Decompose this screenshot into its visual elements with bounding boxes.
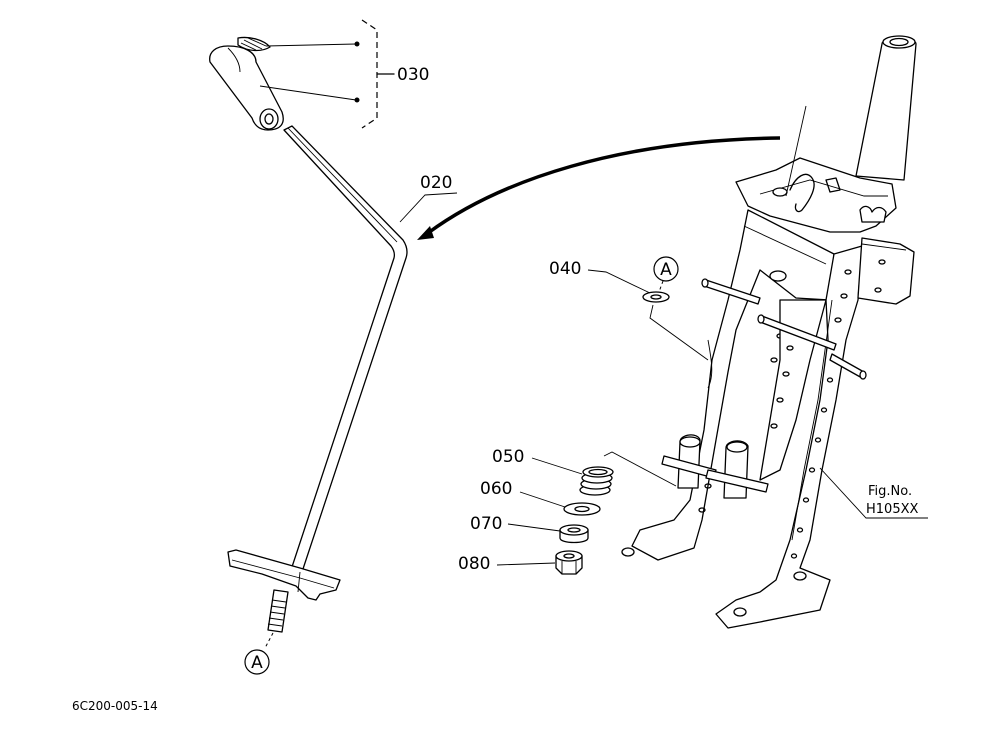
label-080: 080	[458, 554, 490, 574]
washer-040	[642, 291, 670, 303]
bracket-030	[361, 19, 395, 129]
assembly-arrow	[417, 136, 781, 240]
label-070: 070	[470, 514, 502, 534]
center-channel	[759, 299, 827, 481]
lever-rod	[283, 125, 408, 579]
figure-label: Fig.No.	[868, 484, 912, 499]
mount-block	[857, 237, 915, 305]
nut-080	[555, 550, 583, 575]
cross-rods	[701, 278, 867, 380]
ref-a-top	[653, 256, 679, 293]
threaded-stud	[264, 589, 289, 649]
right-side-plate	[715, 245, 863, 629]
ref-a-bottom-label: A	[251, 653, 263, 673]
spring-050	[579, 466, 614, 496]
knob-leaders	[259, 41, 360, 103]
lever-plate	[227, 549, 341, 601]
label-050: 050	[492, 447, 524, 467]
washer-060	[563, 502, 601, 516]
left-side-plate	[621, 209, 835, 561]
label-040: 040	[549, 259, 581, 279]
ref-a-top-label: A	[660, 260, 672, 280]
frame-top-bracket	[735, 157, 897, 233]
label-030: 030	[397, 65, 429, 85]
steering-column	[855, 35, 917, 181]
figure-number: H105XX	[866, 502, 918, 517]
label-060: 060	[480, 479, 512, 499]
label-020: 020	[420, 173, 452, 193]
lever-knob	[209, 45, 284, 131]
lower-brackets	[661, 434, 769, 499]
collar-070	[559, 524, 589, 544]
drawing-code: 6C200-005-14	[72, 699, 158, 713]
ref-a-bottom	[244, 649, 270, 675]
